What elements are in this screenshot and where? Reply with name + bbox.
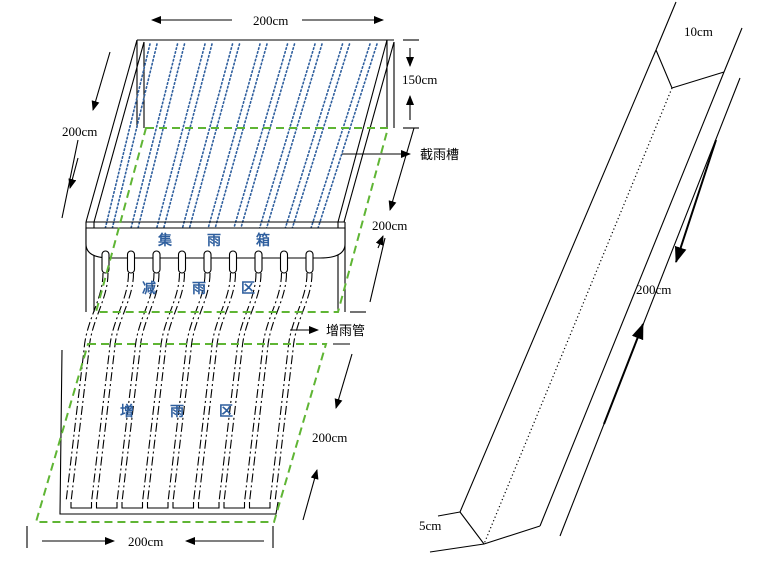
pipe-line bbox=[192, 272, 232, 503]
pipe-link bbox=[172, 502, 195, 509]
svg-text:200cm: 200cm bbox=[372, 218, 407, 233]
pipe-line bbox=[121, 272, 160, 503]
drain-tube bbox=[305, 250, 314, 274]
pipe-link bbox=[223, 502, 246, 509]
pipe-link bbox=[121, 502, 144, 509]
pipe-link bbox=[197, 502, 220, 509]
collecting-box bbox=[85, 227, 346, 259]
pipe-line bbox=[116, 272, 155, 503]
gutter-dots bbox=[124, 43, 179, 251]
pipe-line bbox=[172, 272, 211, 503]
add-length-dimension: 200cm bbox=[302, 343, 353, 521]
svg-text:箱: 箱 bbox=[256, 232, 270, 249]
drain-tube bbox=[152, 250, 161, 274]
svg-text:200cm: 200cm bbox=[128, 534, 163, 549]
add-zone-label: 增 雨 区 bbox=[120, 403, 233, 420]
gutter-callout: 截雨槽 bbox=[342, 147, 459, 162]
gutter-dots bbox=[252, 43, 316, 251]
pipe-line bbox=[70, 272, 109, 503]
trough-width-top-dimension: 10cm bbox=[684, 24, 713, 39]
drain-tube bbox=[126, 250, 136, 274]
gutter-dots bbox=[303, 43, 371, 251]
svg-text:150cm: 150cm bbox=[402, 72, 437, 87]
top-width-dimension: 200cm bbox=[151, 13, 384, 28]
drain-tubes bbox=[101, 250, 314, 274]
pipe-link bbox=[146, 502, 169, 509]
gutter-dots bbox=[175, 43, 234, 251]
reduce-length-dimension: 200cm bbox=[350, 127, 415, 313]
svg-text:200cm: 200cm bbox=[62, 124, 97, 139]
pipe-line bbox=[167, 272, 206, 503]
gutter-dots bbox=[277, 43, 344, 251]
pipe-line bbox=[90, 272, 130, 503]
add-zone-boundary bbox=[34, 343, 328, 523]
reduce-zone-label: 减 雨 区 bbox=[142, 280, 255, 297]
collect-zone-label: 集 雨 箱 bbox=[157, 232, 270, 249]
supplement-pipes bbox=[59, 272, 313, 515]
gutter-dots bbox=[106, 43, 158, 251]
pipe-line bbox=[274, 272, 313, 503]
svg-text:200cm: 200cm bbox=[312, 430, 347, 445]
gutter-dots bbox=[201, 43, 261, 251]
pipe-line bbox=[197, 272, 237, 503]
gutter-dots bbox=[182, 43, 241, 251]
pipe-line bbox=[95, 272, 135, 503]
pipe-line bbox=[243, 272, 283, 503]
gutter-dots bbox=[259, 43, 323, 251]
drain-tube bbox=[203, 250, 212, 274]
svg-text:截雨槽: 截雨槽 bbox=[420, 147, 459, 162]
svg-text:增: 增 bbox=[120, 403, 134, 420]
pipe-outer-loop bbox=[59, 349, 279, 515]
svg-text:200cm: 200cm bbox=[636, 282, 671, 297]
pipe-link bbox=[70, 502, 93, 509]
svg-text:雨: 雨 bbox=[192, 281, 206, 297]
pipe-line bbox=[269, 272, 308, 503]
drain-tube bbox=[254, 250, 263, 274]
trough-length-dimension: 200cm bbox=[603, 139, 717, 425]
gutter-dots bbox=[233, 43, 296, 251]
svg-text:10cm: 10cm bbox=[684, 24, 713, 39]
gutter-dots bbox=[131, 43, 186, 251]
trough-width-bottom-dimension: 5cm bbox=[419, 518, 441, 533]
svg-text:减: 减 bbox=[142, 280, 156, 297]
add-pipe-callout: 增雨管 bbox=[290, 323, 365, 338]
height-dimension: 150cm bbox=[402, 39, 437, 129]
svg-text:集: 集 bbox=[157, 232, 173, 249]
trough-detail bbox=[429, 1, 743, 553]
pipe-link bbox=[95, 502, 118, 509]
pipe-line bbox=[141, 272, 181, 503]
gutter-dots bbox=[226, 43, 289, 251]
svg-text:200cm: 200cm bbox=[253, 13, 288, 28]
drain-tube bbox=[177, 250, 187, 274]
gutter-dots bbox=[310, 43, 378, 251]
pipe-line bbox=[248, 272, 288, 503]
pipe-line bbox=[146, 272, 186, 503]
svg-text:5cm: 5cm bbox=[419, 518, 441, 533]
gutter-dots bbox=[99, 43, 151, 251]
gutter-dots bbox=[284, 43, 351, 251]
roof-gutters bbox=[99, 43, 378, 251]
left-depth-dimension: 200cm bbox=[61, 51, 111, 219]
svg-text:雨: 雨 bbox=[207, 233, 221, 249]
gutter-dots bbox=[157, 43, 213, 251]
gutter-dots bbox=[208, 43, 268, 251]
svg-text:区: 区 bbox=[219, 404, 233, 420]
pipe-line bbox=[65, 272, 104, 503]
drain-tube bbox=[279, 250, 289, 274]
pipe-line bbox=[223, 272, 262, 503]
pipe-line bbox=[218, 272, 257, 503]
gutter-dots bbox=[150, 43, 206, 251]
pipe-link bbox=[248, 502, 271, 509]
reduce-zone-boundary bbox=[94, 127, 390, 313]
svg-text:区: 区 bbox=[241, 281, 255, 297]
drain-tube bbox=[228, 250, 238, 274]
bottom-width-dimension: 200cm bbox=[26, 526, 274, 549]
svg-text:增雨管: 增雨管 bbox=[326, 323, 365, 338]
svg-text:雨: 雨 bbox=[170, 404, 184, 420]
